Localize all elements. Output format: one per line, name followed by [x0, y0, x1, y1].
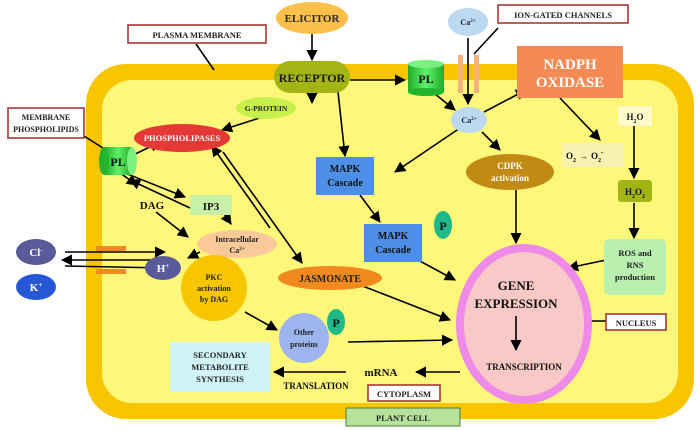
ros-rns-label-1: ROS and: [618, 248, 652, 258]
membrane-phospholipids-label-1: MEMBRANE: [22, 113, 70, 122]
receptor-node: [274, 61, 350, 93]
pl-top-label: PL: [418, 72, 433, 86]
cytoplasm-box: [367, 384, 441, 402]
mapk-cascade-1-label-2: Cascade: [327, 178, 363, 189]
phosphate-2-node: [327, 309, 345, 335]
phosphate-1-label: P: [439, 219, 446, 233]
ca-inside-label: Ca2+: [461, 116, 476, 125]
ros-rns-label-3: production: [615, 272, 655, 282]
cdpk-label-1: CDPK: [497, 161, 523, 171]
nucleus-label: NUCLEUS: [616, 318, 657, 328]
intracellular-ca-label-2: Ca2+: [229, 246, 244, 255]
pkc-label-1: PKC: [206, 273, 223, 282]
secondary-metabolite-node: [170, 342, 270, 392]
ros-rns-node: [604, 239, 666, 295]
plasma-membrane-box: [127, 24, 267, 44]
secondary-metabolite-label-1: SECONDARY: [193, 350, 247, 360]
nadph-oxidase-node: [517, 46, 623, 98]
jasmonate-node: [278, 266, 382, 290]
elicitor-node: [276, 2, 348, 34]
elicitor-label: ELICITOR: [285, 13, 341, 25]
ca-inside-node: [451, 107, 487, 133]
mapk-cascade-1-node: [316, 157, 374, 195]
nucleus-node: [456, 244, 592, 404]
cytoplasm-label: CYTOPLASM: [377, 389, 431, 399]
k-label: K+: [30, 281, 43, 294]
mapk-cascade-1-label-1: MAPK: [330, 164, 361, 175]
ip3-label: IP3: [203, 201, 220, 213]
mapk-cascade-2-label-1: MAPK: [378, 231, 409, 242]
plasma-membrane-label: PLASMA MEMBRANE: [152, 30, 241, 40]
plant-cell-label: PLANT CELL: [376, 413, 430, 423]
dag-label: DAG: [140, 200, 165, 212]
g-protein-label: G-PROTEIN: [245, 104, 288, 113]
h2o-label: H2O: [626, 112, 643, 125]
other-proteins-label-2: proteins: [290, 340, 318, 349]
h2o-node: [618, 106, 652, 126]
gene-expression-label-2: EXPRESSION: [474, 296, 558, 311]
pl-top-node: [408, 60, 444, 96]
mrna-label: mRNA: [365, 367, 398, 379]
jasmonate-label: JASMONATE: [299, 274, 361, 285]
ca-outside-node: [448, 8, 488, 36]
phosphate-2-label: P: [332, 316, 339, 330]
secondary-metabolite-label-2: METABOLITE: [191, 362, 249, 372]
pkc-label-3: by DAG: [200, 295, 228, 304]
g-protein-node: [236, 97, 296, 119]
ion-channel-left: [96, 246, 126, 274]
pkc-label-2: activation: [197, 284, 231, 293]
gene-expression-label-1: GENE: [498, 278, 535, 293]
translation-label: TRANSLATION: [283, 381, 349, 391]
ion-gated-channels-box: [497, 4, 629, 24]
intracellular-ca-label-1: Intracellular: [215, 235, 259, 244]
o2-label: O2→O2-: [566, 148, 604, 164]
nadph-oxidase-label-1: NADPH: [543, 57, 597, 73]
ion-gated-channel: [458, 55, 479, 93]
nucleus-box: [605, 313, 667, 331]
nadph-oxidase-label-2: OXIDASE: [536, 75, 604, 91]
phosphate-1-node: [434, 211, 452, 239]
ca-outside-label: Ca2+: [460, 18, 475, 27]
cl-node: [16, 239, 56, 265]
mapk-cascade-2-node: [364, 224, 422, 262]
phospholipases-label: PHOSPHOLIPASES: [144, 133, 221, 143]
h-node: [145, 256, 181, 280]
transcription-label: TRANSCRIPTION: [486, 362, 562, 372]
secondary-metabolite-label-3: SYNTHESIS: [196, 374, 244, 384]
other-proteins-label-1: Other: [294, 328, 315, 337]
plant-cell-box: [345, 407, 461, 427]
k-node: [16, 274, 56, 300]
membrane-phospholipids-box: [7, 107, 85, 139]
o2-node: [562, 143, 624, 167]
ip3-node: [190, 195, 232, 215]
membrane-phospholipids-label-2: PHOSPHOLIPIDS: [13, 125, 79, 134]
cl-label: Cl-: [29, 246, 43, 259]
h-label: H+: [157, 262, 170, 275]
mapk-cascade-2-label-2: Cascade: [375, 245, 411, 256]
ion-gated-channels-label: ION-GATED CHANNELS: [514, 10, 612, 20]
phospholipases-node: [134, 124, 230, 152]
h2o2-node: [618, 180, 652, 202]
pkc-node: [181, 255, 247, 321]
cdpk-node: [466, 154, 554, 190]
pl-left-label: PL: [110, 155, 125, 169]
ros-rns-label-2: RNS: [626, 260, 643, 270]
h2o2-label: H2O2: [625, 187, 645, 200]
cdpk-label-2: activation: [491, 173, 529, 183]
other-proteins-node: [279, 313, 329, 363]
intracellular-ca-node: [197, 230, 277, 258]
pl-left-node: [99, 147, 137, 175]
receptor-label: RECEPTOR: [279, 71, 346, 85]
